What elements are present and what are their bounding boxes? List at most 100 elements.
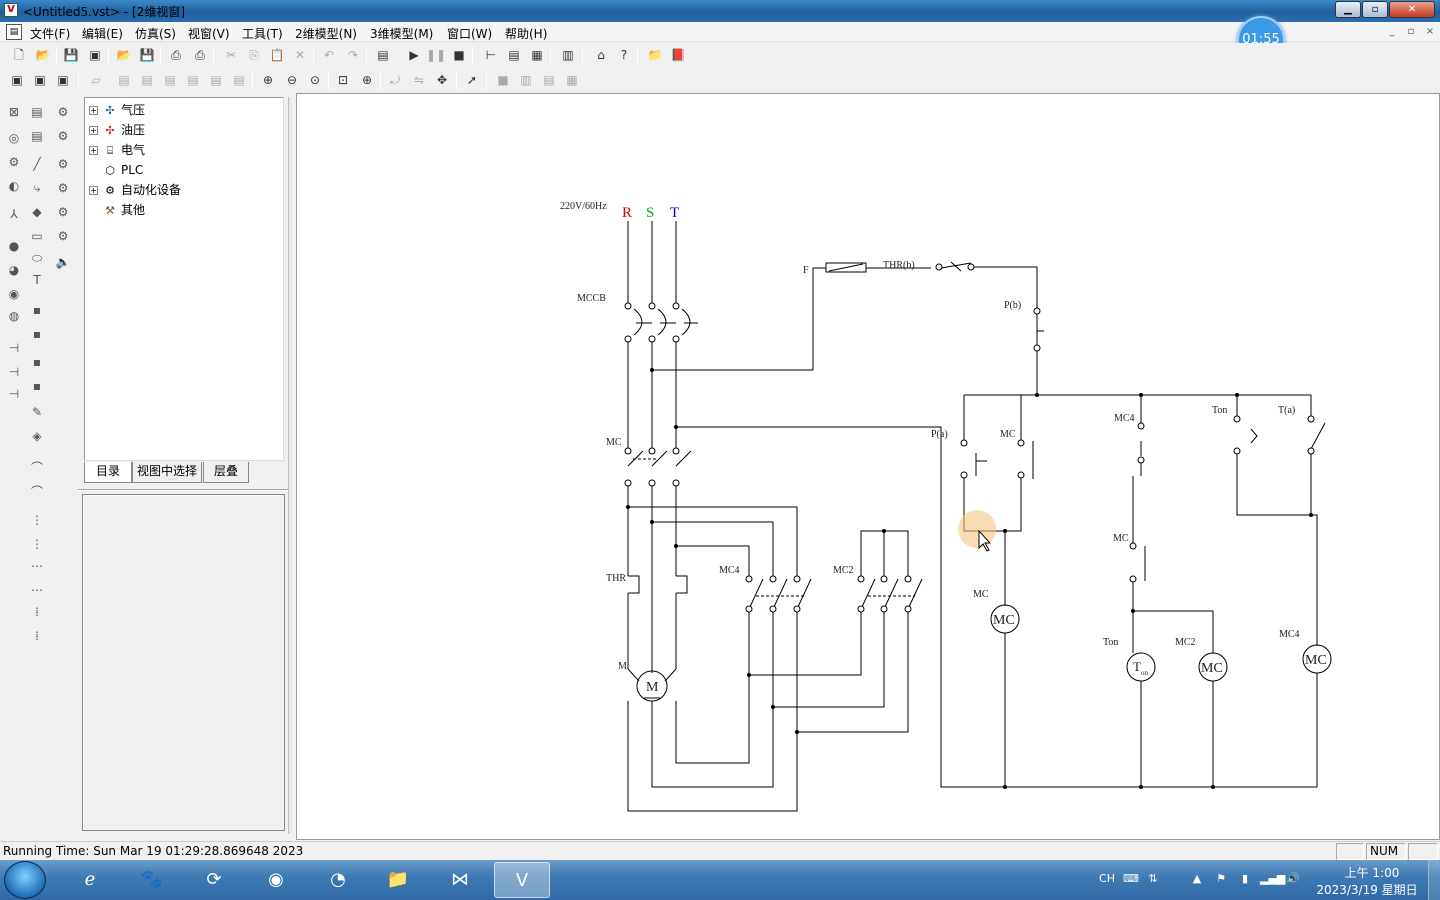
distribute6-icon[interactable]: ⁞ — [35, 629, 39, 643]
view3-icon[interactable]: ▣ — [57, 73, 69, 87]
shape1-icon[interactable]: ▪ — [32, 303, 42, 317]
panel-splitter[interactable] — [78, 489, 290, 491]
paste-icon[interactable]: 📋 — [269, 48, 285, 62]
expand-icon[interactable]: + — [89, 106, 98, 115]
edge-icon[interactable]: ◔ — [330, 869, 346, 890]
distribute2-icon[interactable]: ⋮ — [31, 537, 43, 551]
list-icon[interactable]: ▥ — [562, 48, 574, 62]
save-as-icon[interactable]: 💾 — [139, 48, 155, 62]
expand-icon[interactable]: + — [89, 126, 98, 135]
folder-icon[interactable]: 📁 — [386, 869, 410, 890]
menu-window[interactable]: 窗口(W) — [447, 27, 493, 41]
valve-icon[interactable]: ◐ — [8, 179, 20, 193]
rotate-icon[interactable]: ⤾ — [390, 73, 400, 87]
select-tool-icon[interactable]: ⊠ — [8, 105, 20, 119]
volume-icon[interactable]: 🔊 — [1286, 872, 1300, 885]
power-icon[interactable]: ▮ — [1241, 872, 1249, 885]
pencil-icon[interactable]: ✎ — [31, 405, 43, 419]
tree-item-automation[interactable]: +⚙自动化设备 — [89, 181, 181, 199]
component1-icon[interactable]: ⚙ — [57, 105, 69, 119]
connect-icon[interactable]: ⊢ — [485, 48, 497, 62]
component3-icon[interactable]: ⚙ — [57, 157, 69, 171]
sphere4-icon[interactable]: ◍ — [8, 309, 20, 323]
properties-icon[interactable]: ▤ — [508, 48, 520, 62]
report-icon[interactable]: ▦ — [531, 48, 543, 62]
cylinder-icon[interactable]: ◎ — [8, 131, 20, 145]
sphere-icon[interactable]: ● — [8, 239, 20, 253]
align2-icon[interactable]: ⊣ — [8, 365, 20, 379]
grid4-icon[interactable]: ▦ — [566, 73, 578, 87]
menu-2d-model[interactable]: 2维模型(N) — [295, 27, 357, 41]
book-icon[interactable]: 📕 — [670, 48, 686, 62]
flip-icon[interactable]: ⇋ — [413, 73, 425, 87]
copy-icon[interactable]: ⎘ — [249, 48, 259, 62]
print-icon[interactable]: ⎙ — [195, 48, 205, 62]
shape4-icon[interactable]: ▪ — [32, 379, 42, 393]
mdi-close-button[interactable]: × — [1425, 26, 1435, 37]
mdi-minimize-button[interactable]: _ — [1389, 26, 1395, 37]
drawing-canvas[interactable]: 220V/60Hz R S T MCCB F THR(b) P(b) P(a) … — [296, 93, 1440, 840]
text-block-icon[interactable]: ▤ — [31, 105, 43, 119]
expand-icon[interactable]: + — [89, 186, 98, 195]
clock-time[interactable]: 上午 1:00 — [1344, 866, 1400, 880]
polyline-icon[interactable]: ⤷ — [33, 181, 41, 195]
cut-icon[interactable]: ✂ — [225, 48, 237, 62]
text-icon[interactable]: T — [33, 273, 41, 287]
rectangle-icon[interactable]: ▭ — [31, 229, 43, 243]
maximize-button[interactable]: ▫ — [1362, 1, 1388, 18]
play-icon[interactable]: ▶ — [409, 48, 419, 62]
network-icon[interactable]: ▂▄▆ — [1260, 872, 1286, 885]
new-icon[interactable]: 🗋 — [14, 48, 24, 62]
pause-icon[interactable]: ❚❚ — [426, 48, 447, 62]
zoom-window-icon[interactable]: ⊡ — [337, 73, 349, 87]
stop-icon[interactable]: ■ — [453, 48, 465, 62]
document-icon[interactable]: ▤ — [6, 24, 22, 40]
mdi-restore-button[interactable]: ▫ — [1407, 26, 1415, 37]
style1-icon[interactable]: ⌒ — [30, 461, 43, 475]
folder-icon[interactable]: 📁 — [647, 48, 663, 62]
pointer-icon[interactable]: ➚ — [466, 73, 478, 87]
redo-icon[interactable]: ↷ — [347, 48, 359, 62]
line-icon[interactable]: ╱ — [33, 157, 41, 171]
distribute3-icon[interactable]: ⋯ — [31, 559, 43, 573]
undo-icon[interactable]: ↶ — [323, 48, 335, 62]
tab-catalog[interactable]: 目录 — [84, 462, 132, 483]
print-preview-icon[interactable]: ⎙ — [171, 48, 181, 62]
tree-item-other[interactable]: ⚒其他 — [89, 201, 145, 219]
distribute5-icon[interactable]: ⁞ — [35, 605, 39, 619]
measure-icon[interactable]: ⌂ — [597, 48, 605, 62]
chrome-icon[interactable]: ◉ — [268, 869, 284, 890]
menu-simulate[interactable]: 仿真(S) — [135, 27, 176, 41]
tab-layers[interactable]: 层叠 — [203, 462, 249, 483]
menu-tools[interactable]: 工具(T) — [242, 27, 283, 41]
align3-icon[interactable]: ⊣ — [8, 387, 20, 401]
save-all-icon[interactable]: ▣ — [89, 48, 101, 62]
align-right-icon[interactable]: ▤ — [164, 73, 176, 87]
tree-item-pneumatic[interactable]: +✣气压 — [89, 101, 145, 119]
sidebar-splitter[interactable] — [288, 97, 292, 834]
front-icon[interactable]: ▤ — [187, 73, 199, 87]
menu-edit[interactable]: 编辑(E) — [82, 27, 123, 41]
zoom-select-icon[interactable]: ⊕ — [361, 73, 373, 87]
tree-item-electric[interactable]: +⌸电气 — [89, 141, 145, 159]
back-icon[interactable]: ▤ — [210, 73, 222, 87]
grid3-icon[interactable]: ▤ — [543, 73, 555, 87]
tray-expand-icon[interactable]: ▲ — [1192, 872, 1202, 885]
layer-icon[interactable]: ▱ — [91, 73, 101, 87]
sim-settings-icon[interactable]: ▤ — [377, 48, 389, 62]
lang-indicator[interactable]: CH — [1099, 872, 1115, 885]
axis-icon[interactable]: ⅄ — [10, 207, 18, 221]
show-desktop-button[interactable] — [1428, 860, 1440, 900]
component5-icon[interactable]: ⚙ — [57, 205, 69, 219]
keyboard-icon[interactable]: ⌨ — [1123, 872, 1139, 885]
shape3-icon[interactable]: ▪ — [32, 355, 42, 369]
menu-3d-model[interactable]: 3维模型(M) — [370, 27, 434, 41]
expand-icon[interactable]: + — [89, 146, 98, 155]
zoom-fit-icon[interactable]: ⊙ — [309, 73, 321, 87]
close-button[interactable]: ✕ — [1389, 1, 1435, 18]
menu-help[interactable]: 帮助(H) — [505, 27, 548, 41]
app-icon[interactable]: V — [4, 3, 18, 17]
component2-icon[interactable]: ⚙ — [57, 129, 69, 143]
help-icon[interactable]: ? — [620, 48, 628, 62]
start-button[interactable] — [4, 861, 46, 899]
